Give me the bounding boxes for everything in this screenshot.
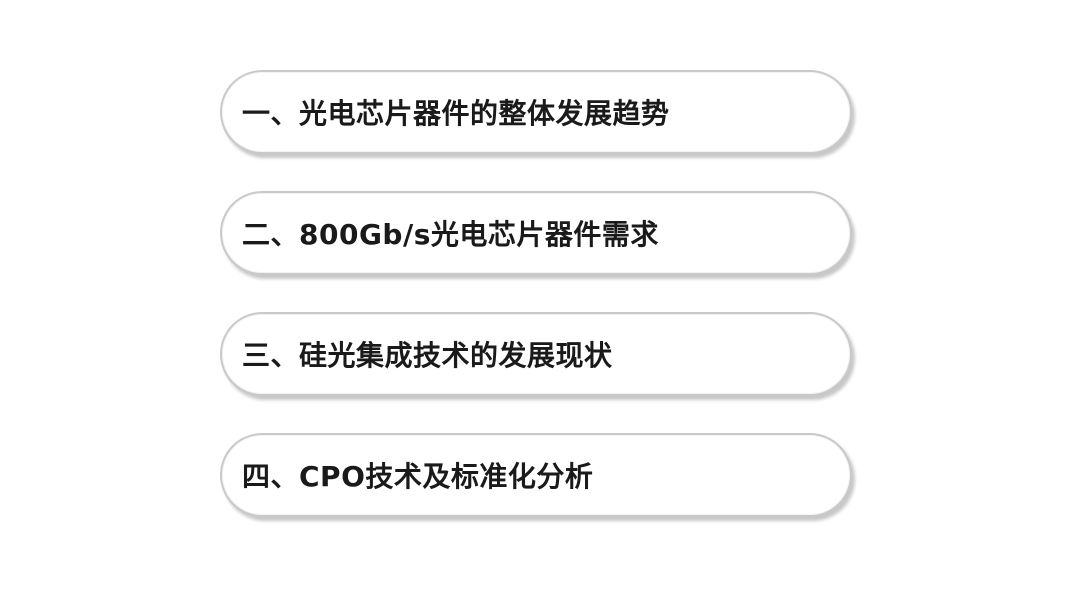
agenda-item-2: 二、800Gb/s光电芯片器件需求 <box>220 191 852 275</box>
agenda-item-1: 一、光电芯片器件的整体发展趋势 <box>220 70 852 154</box>
agenda-item-4: 四、CPO技术及标准化分析 <box>220 433 852 517</box>
agenda-item-label: 四、CPO技术及标准化分析 <box>242 460 594 493</box>
agenda-item-label: 三、硅光集成技术的发展现状 <box>242 339 613 372</box>
agenda-item-label: 一、光电芯片器件的整体发展趋势 <box>242 97 670 130</box>
agenda-list: 一、光电芯片器件的整体发展趋势 二、800Gb/s光电芯片器件需求 三、硅光集成… <box>220 70 852 517</box>
agenda-item-label: 二、800Gb/s光电芯片器件需求 <box>242 218 659 251</box>
agenda-item-3: 三、硅光集成技术的发展现状 <box>220 312 852 396</box>
